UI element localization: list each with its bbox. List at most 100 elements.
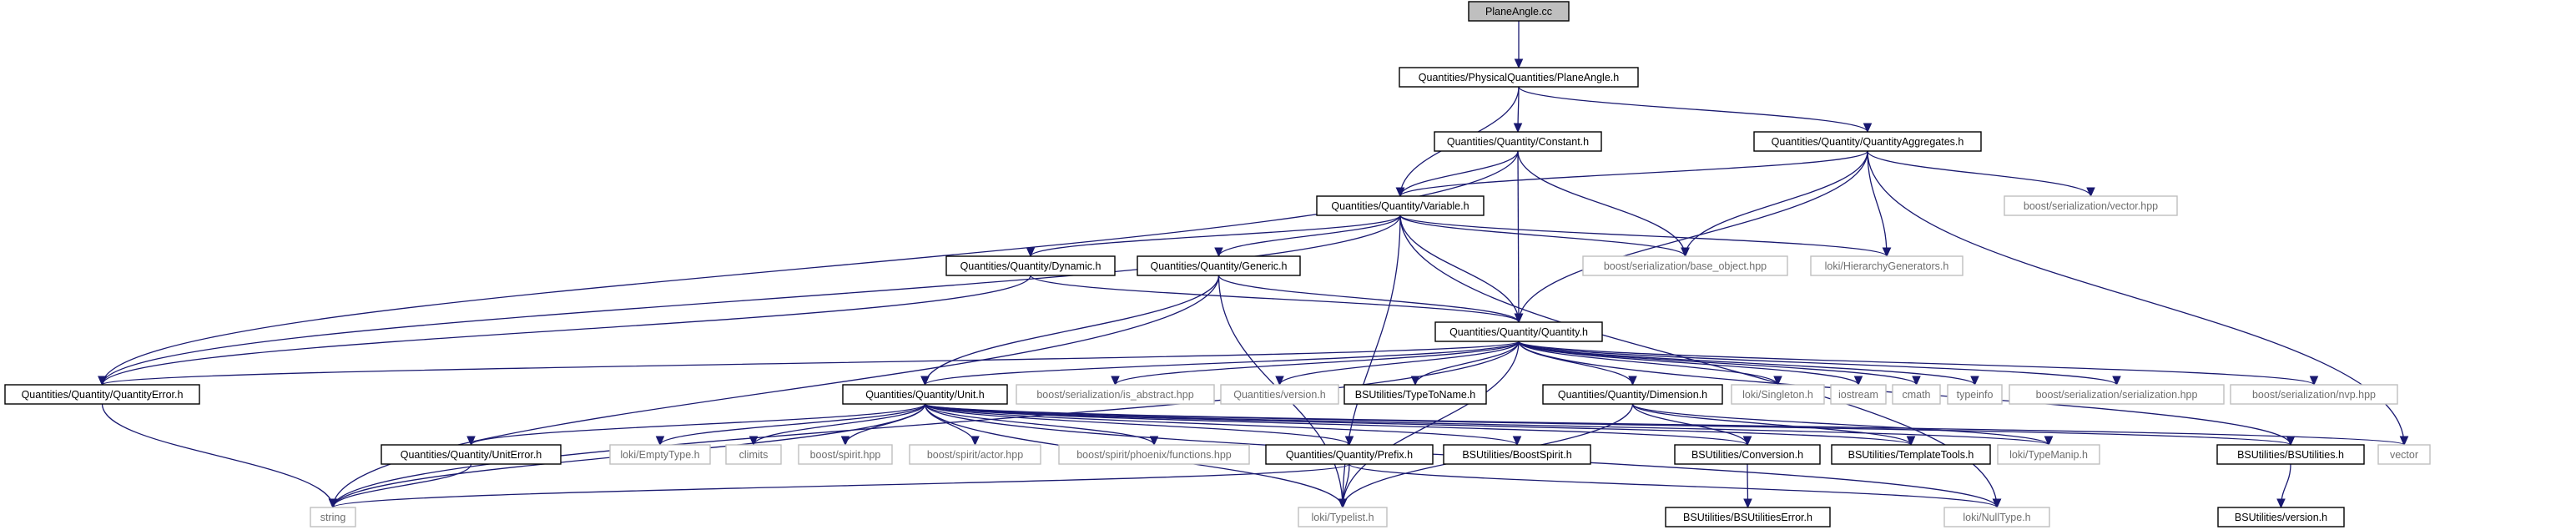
edge-prefix-h-to-string	[328, 463, 1350, 509]
edge-line	[101, 215, 1401, 386]
node-box	[1947, 384, 2003, 405]
node-label: Quantities/Quantity/Unit.h	[865, 389, 984, 401]
node-box	[1831, 444, 1991, 465]
edge-line	[924, 341, 1520, 386]
arrowhead-icon	[1514, 313, 1524, 324]
edge-variable-h-to-dynamic-h	[1026, 215, 1401, 258]
node-bsutilities-h[interactable]: BSUtilities/BSUtilities.h	[2216, 444, 2365, 465]
node-label: Quantities/version.h	[1233, 389, 1326, 401]
arrowhead-icon	[1882, 247, 1892, 258]
node-boostspirit-h[interactable]: BSUtilities/BoostSpirit.h	[1443, 444, 1591, 465]
node-box	[2217, 507, 2345, 527]
node-string: string	[310, 507, 356, 527]
edge-quantity-h-to-is-abstract	[1111, 341, 1520, 386]
arrowhead-icon	[1906, 436, 1916, 447]
arrowhead-icon	[98, 376, 107, 386]
node-dimension-h[interactable]: Quantities/Quantity/Dimension.h	[1542, 384, 1723, 405]
arrowhead-icon	[1395, 187, 1405, 198]
edge-line	[1399, 215, 1686, 257]
edge-planeangle-h-to-aggregates-h	[1518, 86, 1873, 134]
node-climits: climits	[725, 444, 782, 465]
node-box	[1016, 384, 1215, 405]
node-box	[1434, 321, 1603, 342]
edge-line	[1518, 150, 1868, 323]
node-box	[1443, 444, 1591, 465]
node-unit-h[interactable]: Quantities/Quantity/Unit.h	[842, 384, 1008, 405]
edge-variable-h-to-hier-gen	[1399, 215, 1892, 258]
edge-line	[924, 403, 2049, 446]
node-box	[4, 384, 200, 405]
node-planeangle-h[interactable]: Quantities/PhysicalQuantities/PlaneAngle…	[1399, 67, 1639, 88]
node-conversion-h[interactable]: BSUtilities/Conversion.h	[1674, 444, 1821, 465]
node-box	[1830, 384, 1887, 405]
edge-line	[1217, 275, 1520, 323]
node-bsutilerror-h[interactable]: BSUtilities/BSUtilitiesError.h	[1665, 507, 1831, 527]
node-label: Quantities/Quantity/QuantityAggregates.h	[1772, 136, 1964, 148]
node-box	[1731, 384, 1825, 405]
edge-line	[924, 403, 1912, 446]
node-constant-h[interactable]: Quantities/Quantity/Constant.h	[1434, 131, 1602, 152]
edge-conversion-h-to-bsutilerror-h	[1743, 463, 1752, 509]
edge-line	[332, 341, 1520, 508]
node-label: PlaneAngle.cc	[1485, 6, 1552, 18]
node-aggregates-h[interactable]: Quantities/Quantity/QuantityAggregates.h	[1753, 131, 1982, 152]
node-uniterror-h[interactable]: Quantities/Quantity/UnitError.h	[381, 444, 562, 465]
node-typetoname-h[interactable]: BSUtilities/TypeToName.h	[1343, 384, 1487, 405]
edge-variable-h-to-base-object	[1399, 215, 1690, 258]
node-label: Quantities/Quantity/UnitError.h	[401, 449, 542, 461]
node-generic-h[interactable]: Quantities/Quantity/Generic.h	[1137, 255, 1301, 276]
node-templatetools-h[interactable]: BSUtilities/TemplateTools.h	[1831, 444, 1991, 465]
node-box	[909, 444, 1041, 465]
edge-aggregates-h-to-variable-h	[1395, 150, 1868, 198]
edge-line	[101, 341, 1520, 386]
node-bsversion-h[interactable]: BSUtilities/version.h	[2217, 507, 2345, 527]
arrowhead-icon	[1970, 376, 1979, 386]
node-prefix-h[interactable]: Quantities/Quantity/Prefix.h	[1265, 444, 1434, 465]
node-box	[2009, 384, 2225, 405]
node-label: boost/serialization/is_abstract.hpp	[1036, 389, 1193, 401]
node-variable-h[interactable]: Quantities/Quantity/Variable.h	[1316, 195, 1485, 216]
edge-line	[1867, 150, 2092, 197]
edge-generic-h-to-quantity-h	[1217, 275, 1524, 324]
node-box	[1810, 255, 1964, 276]
edge-line	[332, 463, 1350, 508]
edge-dynamic-h-to-quantity-h	[1030, 275, 1524, 324]
edge-line	[1414, 341, 1520, 386]
node-label: typeinfo	[1957, 389, 1994, 401]
arrowhead-icon	[2276, 498, 2286, 509]
node-box	[945, 255, 1116, 276]
node-qerror-h[interactable]: Quantities/Quantity/QuantityError.h	[4, 384, 200, 405]
node-label: BSUtilities/TemplateTools.h	[1848, 449, 1974, 461]
arrowhead-icon	[1628, 376, 1637, 386]
edge-line	[1518, 341, 2118, 386]
edge-line	[1217, 215, 1401, 257]
node-box	[609, 444, 711, 465]
edge-line	[1518, 86, 1868, 133]
edge-quantity-h-to-version-h	[1275, 341, 1520, 386]
arrowhead-icon	[1742, 436, 1752, 447]
node-box	[1943, 507, 2050, 527]
node-quantity-h[interactable]: Quantities/Quantity/Quantity.h	[1434, 321, 1603, 342]
edge-line	[1030, 215, 1401, 257]
node-serialization-hpp: boost/serialization/serialization.hpp	[2009, 384, 2225, 405]
node-box	[798, 444, 893, 465]
arrowhead-icon	[1912, 376, 1921, 386]
node-label: Quantities/Quantity/Constant.h	[1447, 136, 1589, 148]
node-label: BSUtilities/Conversion.h	[1691, 449, 1803, 461]
edge-prefix-h-to-nulltype-h	[1348, 463, 2002, 509]
edge-qerror-h-to-string	[101, 403, 338, 509]
node-spirit-hpp: boost/spirit.hpp	[798, 444, 893, 465]
edge-line	[101, 150, 1519, 386]
arrowhead-icon	[2112, 376, 2121, 386]
edge-unit-h-to-climits	[749, 403, 926, 447]
nodes-layer: PlaneAngle.ccQuantities/PhysicalQuantiti…	[4, 1, 2431, 527]
edge-quantity-h-to-nvp-hpp	[1518, 341, 2319, 386]
edge-line	[1684, 150, 1868, 257]
edge-line	[1631, 403, 1748, 446]
node-root[interactable]: PlaneAngle.cc	[1468, 1, 1570, 22]
edge-dynamic-h-to-qerror-h	[98, 275, 1031, 386]
node-label: Quantities/Quantity/Dynamic.h	[960, 260, 1101, 272]
node-label: Quantities/Quantity/Variable.h	[1331, 200, 1469, 212]
node-dynamic-h[interactable]: Quantities/Quantity/Dynamic.h	[945, 255, 1116, 276]
